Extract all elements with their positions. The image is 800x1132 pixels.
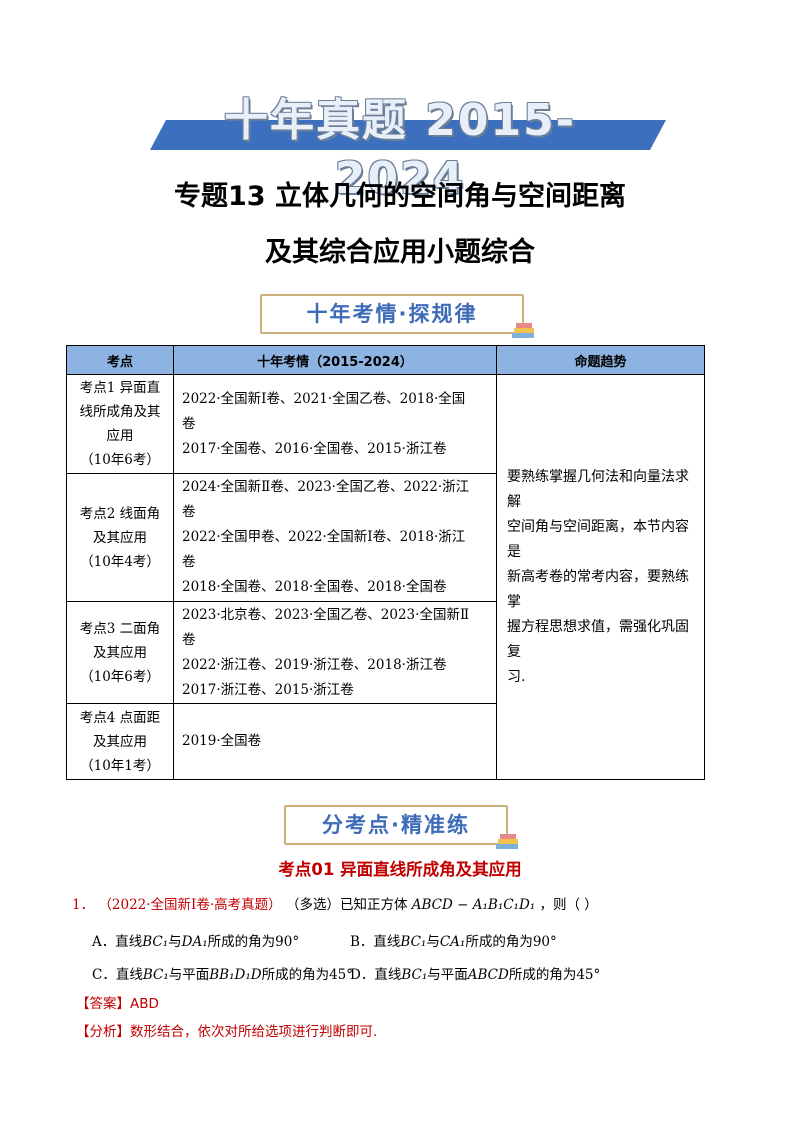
years-cell: 2022·全国新Ⅰ卷、2021·全国乙卷、2018·全国 卷 2017·全国卷、… — [173, 374, 497, 474]
page-title: 专题13 立体几何的空间角与空间距离 — [174, 181, 626, 212]
books-icon — [494, 827, 520, 849]
table-row: 考点3 二面角 及其应用 （10年6考） 2023·北京卷、2023·全国乙卷、… — [66, 601, 705, 704]
question-text: （多选）已知正方体 — [285, 897, 408, 913]
kd-cell: 考点3 二面角 及其应用 （10年6考） — [66, 601, 174, 704]
table-row: 考点1 异面直 线所成角及其 应用 （10年6考） 2022·全国新Ⅰ卷、202… — [66, 374, 705, 780]
question-end: ，则（ ） — [539, 897, 598, 913]
kd-cell: 考点2 线面角 及其应用 （10年4考） — [66, 473, 174, 602]
option-b: B．直线BC₁与CA₁所成的角为90° — [350, 934, 557, 950]
option-a: A．直线BC₁与DA₁所成的角为90° — [92, 934, 300, 950]
years-cell: 2019·全国卷 — [173, 703, 497, 780]
question-math: ABCD − A₁B₁C₁D₁ — [411, 897, 536, 913]
table-header-row: 考点 十年考情（2015-2024） 命题趋势 — [66, 345, 705, 375]
answer-line: 【答案】ABD — [76, 992, 159, 1012]
table-row: 考点2 线面角 及其应用 （10年4考） 2024·全国新Ⅱ卷、2023·全国乙… — [66, 473, 705, 602]
pill-label: 十年考情·探规律 — [306, 302, 478, 326]
years-cell: 2024·全国新Ⅱ卷、2023·全国乙卷、2022·浙江 卷 2022·全国甲卷… — [173, 473, 497, 602]
question-1: 1． （2022·全国新Ⅰ卷·高考真题） （多选）已知正方体 ABCD − A₁… — [72, 893, 598, 913]
title-banner: 十年真题 2015-2024 — [150, 92, 666, 204]
section-pill-trends: 十年考情·探规律 — [260, 294, 534, 338]
analysis-line: 【分析】数形结合，依次对所给选项进行判断即可. — [76, 1020, 377, 1040]
option-c: C．直线BC₁与平面BB₁D₁D所成的角为45° — [92, 967, 354, 983]
section-pill-practice: 分考点·精准练 — [284, 805, 518, 849]
banner-text: 十年真题 2015-2024 — [223, 95, 577, 204]
answer-value: ABD — [130, 996, 159, 1012]
kd-cell: 考点4 点面距 及其应用 （10年1考） — [66, 703, 174, 780]
option-d: D．直线BC₁与平面ABCD所成的角为45° — [350, 967, 601, 983]
years-cell: 2023·北京卷、2023·全国乙卷、2023·全国新Ⅱ 卷 2022·浙江卷、… — [173, 601, 497, 704]
header-trend: 命题趋势 — [496, 345, 705, 375]
analysis-text: 数形结合，依次对所给选项进行判断即可. — [130, 1024, 378, 1040]
exam-trend-table: 考点 十年考情（2015-2024） 命题趋势 考点1 异面直 线所成角及其 应… — [66, 345, 705, 780]
answer-label: 【答案】 — [76, 996, 130, 1012]
books-icon — [510, 316, 536, 338]
kd-cell: 考点1 异面直 线所成角及其 应用 （10年6考） — [66, 374, 174, 474]
page-subtitle: 及其综合应用小题综合 — [265, 237, 535, 268]
trend-cell: 要熟练掌握几何法和向量法求解 空间角与空间距离，本节内容是 新高考卷的常考内容，… — [496, 374, 705, 780]
pill-label: 分考点·精准练 — [322, 813, 470, 837]
question-number: 1． — [72, 897, 95, 913]
question-source: （2022·全国新Ⅰ卷·高考真题） — [98, 897, 282, 913]
section-title: 考点01 异面直线所成角及其应用 — [278, 860, 522, 879]
table-row: 考点4 点面距 及其应用 （10年1考） 2019·全国卷 — [66, 703, 705, 780]
analysis-label: 【分析】 — [76, 1024, 130, 1040]
header-kd: 考点 — [66, 345, 174, 375]
header-years: 十年考情（2015-2024） — [173, 345, 497, 375]
